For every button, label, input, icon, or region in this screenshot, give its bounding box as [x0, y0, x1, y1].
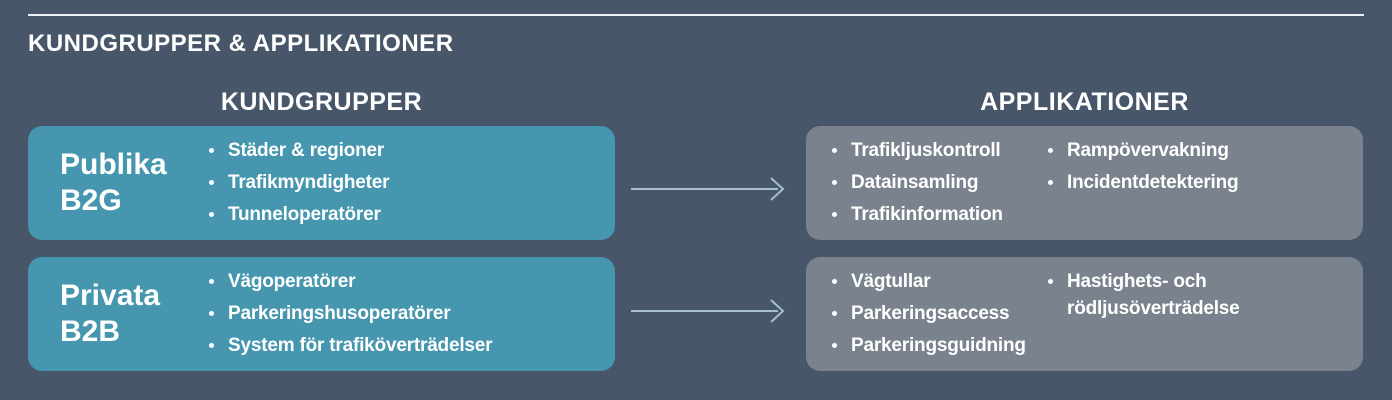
list-item-label: Parkeringsguidning: [851, 335, 1026, 356]
list-item: Trafikinformation: [832, 201, 1038, 228]
bullet-icon: [209, 311, 214, 316]
group-item-list: Vägoperatörer Parkeringshusoperatörer Sy…: [209, 268, 601, 359]
list-item: Vägtullar: [832, 268, 1038, 295]
b2b-applications-box: Vägtullar Parkeringsaccess Parkeringsgui…: [806, 257, 1363, 371]
bullet-icon: [832, 180, 837, 185]
group-title-line2: B2G: [60, 184, 122, 217]
list-item: Städer & regioner: [209, 137, 601, 164]
b2g-applications-box: Trafikljuskontroll Datainsamling Trafiki…: [806, 126, 1363, 240]
applications-column-1: Vägtullar Parkeringsaccess Parkeringsgui…: [832, 268, 1038, 359]
right-arrow-icon: [630, 176, 786, 202]
list-item-label: Hastighets- och rödljusöverträdelse: [1067, 271, 1240, 319]
list-item-label: Trafikmyndigheter: [228, 172, 390, 193]
bullet-icon: [1048, 148, 1053, 153]
list-item-label: Incidentdetektering: [1067, 172, 1239, 193]
applications-column-2: Hastighets- och rödljusöverträdelse: [1048, 268, 1340, 322]
list-item: Parkeringsaccess: [832, 300, 1038, 327]
publika-b2g-box: Publika B2G Städer & regioner Trafikmynd…: [28, 126, 615, 240]
bullet-icon: [832, 148, 837, 153]
bullet-icon: [832, 212, 837, 217]
bullet-icon: [209, 343, 214, 348]
bullet-icon: [209, 180, 214, 185]
group-title: Publika B2G: [60, 147, 167, 219]
group-title-line2: B2B: [60, 315, 121, 348]
list-item-label: Trafikinformation: [851, 204, 1003, 225]
list-item-label: Städer & regioner: [228, 140, 385, 161]
list-item: Parkeringshusoperatörer: [209, 300, 601, 327]
list-item: Datainsamling: [832, 169, 1038, 196]
applikationer-column-header: APPLIKATIONER: [980, 88, 1189, 116]
list-item: Incidentdetektering: [1048, 169, 1340, 196]
list-item-label: Vägtullar: [851, 271, 931, 292]
bullet-icon: [832, 279, 837, 284]
list-item: Parkeringsguidning: [832, 332, 1038, 359]
group-item-list: Städer & regioner Trafikmyndigheter Tunn…: [209, 137, 601, 228]
kundgrupper-column-header: KUNDGRUPPER: [220, 88, 423, 116]
list-item-label: Tunneloperatörer: [228, 204, 381, 225]
list-item-label: Parkeringshusoperatörer: [228, 303, 451, 324]
group-title-line1: Publika: [60, 148, 167, 181]
bullet-icon: [1048, 180, 1053, 185]
bullet-icon: [832, 343, 837, 348]
applications-column-2: Rampövervakning Incidentdetektering: [1048, 137, 1340, 196]
group-title: Privata B2B: [60, 278, 160, 350]
privata-b2b-box: Privata B2B Vägoperatörer Parkeringshuso…: [28, 257, 615, 371]
list-item-label: Parkeringsaccess: [851, 303, 1010, 324]
list-item-label: Rampövervakning: [1067, 140, 1229, 161]
right-arrow-icon: [630, 298, 786, 324]
bullet-icon: [832, 311, 837, 316]
bullet-icon: [209, 279, 214, 284]
list-item: Tunneloperatörer: [209, 201, 601, 228]
list-item: Trafikmyndigheter: [209, 169, 601, 196]
bullet-icon: [1048, 279, 1053, 284]
bullet-icon: [209, 212, 214, 217]
top-divider: [28, 14, 1364, 16]
list-item: Rampövervakning: [1048, 137, 1340, 164]
bullet-icon: [209, 148, 214, 153]
list-item: System för trafiköverträdelser: [209, 332, 601, 359]
list-item: Trafikljuskontroll: [832, 137, 1038, 164]
list-item: Vägoperatörer: [209, 268, 601, 295]
list-item-label: Vägoperatörer: [228, 271, 356, 292]
list-item-label: Datainsamling: [851, 172, 979, 193]
list-item-label: Trafikljuskontroll: [851, 140, 1001, 161]
applications-column-1: Trafikljuskontroll Datainsamling Trafiki…: [832, 137, 1038, 228]
group-title-line1: Privata: [60, 279, 161, 312]
list-item: Hastighets- och rödljusöverträdelse: [1048, 268, 1340, 322]
page-title: KUNDGRUPPER & APPLIKATIONER: [28, 30, 454, 57]
list-item-label: System för trafiköverträdelser: [228, 335, 493, 356]
